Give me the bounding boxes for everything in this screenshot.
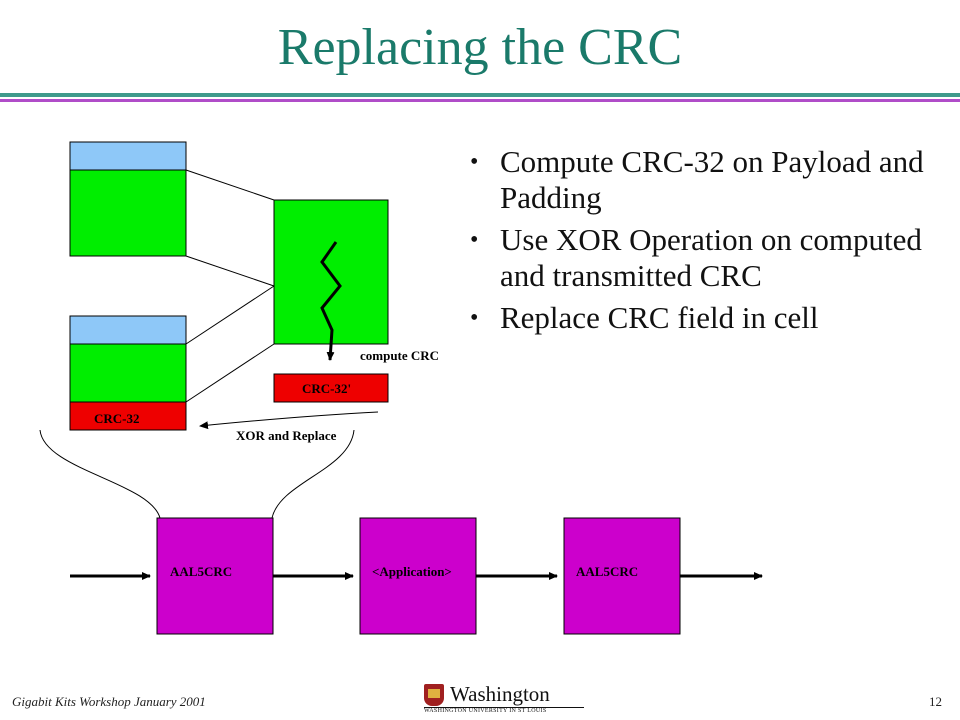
logo-name: Washington [450, 682, 550, 706]
title-divider-purple [0, 99, 960, 102]
page-number: 12 [929, 694, 942, 709]
shield-icon [424, 684, 444, 706]
logo-subtitle: WASHINGTON UNIVERSITY IN ST LOUIS [424, 707, 584, 714]
pipeline-module-label: <Application> [372, 564, 452, 579]
xor-replace-label: XOR and Replace [236, 428, 337, 443]
compute-arrow [320, 241, 342, 361]
bullet-list: Compute CRC-32 on Payload and Padding Us… [470, 144, 940, 342]
computed-crc-block [273, 373, 389, 403]
connector-line [185, 285, 275, 345]
pipeline-module-label: AAL5CRC [576, 564, 638, 579]
bottom-cell-header [69, 315, 187, 345]
bullet-item: Replace CRC field in cell [470, 300, 940, 336]
pipeline-module-application [359, 517, 477, 635]
top-cell-header [69, 141, 187, 171]
bullet-item: Compute CRC-32 on Payload and Padding [470, 144, 940, 216]
crc-field-label: CRC-32 [94, 411, 140, 426]
compute-crc-label: compute CRC [360, 348, 439, 363]
pipeline-module-aal5crc-2 [563, 517, 681, 635]
computed-crc-label: CRC-32' [302, 381, 351, 396]
bottom-cell-payload [69, 343, 187, 403]
pipeline-module-label: AAL5CRC [170, 564, 232, 579]
bullet-item: Use XOR Operation on computed and transm… [470, 222, 940, 294]
callout-curve [271, 429, 355, 519]
connector-line [185, 169, 275, 201]
xor-replace-arrow [199, 411, 379, 430]
footer-event: Gigabit Kits Workshop January 2001 [12, 694, 206, 709]
bottom-cell-crc-field [69, 401, 187, 431]
pipeline-module-aal5crc-1 [156, 517, 274, 635]
title-divider-teal [0, 93, 960, 97]
top-cell-payload [69, 169, 187, 257]
slide-title: Replacing the CRC [277, 19, 683, 76]
connector-line [185, 255, 275, 287]
callout-curve [39, 429, 161, 519]
connector-line [185, 343, 275, 403]
university-logo: Washington WASHINGTON UNIVERSITY IN ST L… [424, 682, 584, 716]
